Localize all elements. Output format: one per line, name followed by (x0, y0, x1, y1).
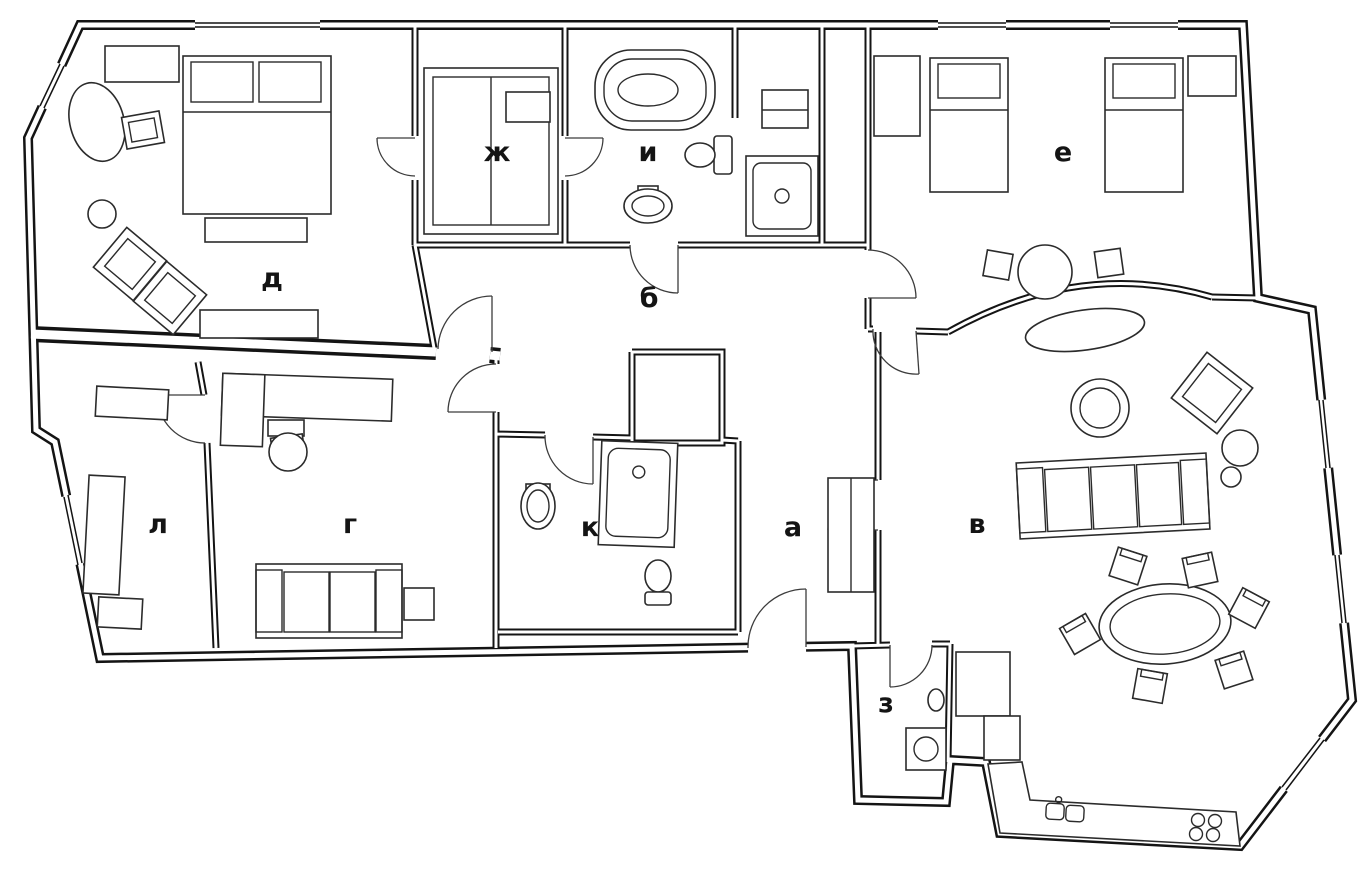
window-bedroom-e-1 (938, 19, 1006, 31)
bedroom-e-furniture (873, 55, 1237, 300)
stool (982, 249, 1014, 281)
dining-chair (1214, 650, 1254, 690)
duct-shaft (761, 89, 809, 129)
window-left-wall (60, 494, 86, 566)
cabinet (104, 45, 180, 83)
pedestal-sink (520, 482, 556, 530)
stool (1093, 247, 1125, 279)
pouf (68, 81, 126, 163)
room-l-furniture (82, 385, 170, 630)
dining-chair (1058, 612, 1102, 656)
room-label-d: д (261, 263, 283, 294)
dining-chair (1108, 546, 1148, 586)
small-sink (927, 688, 945, 712)
door-room-z (889, 644, 933, 688)
bathroom-k-fixtures (520, 439, 679, 606)
tall-kitchen-unit (983, 715, 1021, 761)
bathtub (594, 49, 716, 131)
cabinet (1187, 55, 1237, 97)
room-label-l: л (148, 509, 168, 540)
low-unit (96, 596, 144, 630)
shelf (94, 385, 170, 421)
room-label-v: в (968, 509, 985, 540)
bed-bench (204, 217, 308, 243)
door-living-room (872, 328, 920, 375)
door-wardrobe-zh-left (376, 137, 416, 177)
double-bed (182, 55, 332, 215)
door-wardrobe-zh-right (564, 137, 604, 177)
round-table (87, 199, 117, 229)
door-entrance (747, 588, 807, 649)
office-g-furniture (219, 372, 435, 639)
armchair (132, 260, 208, 336)
window-living-room-1 (1315, 399, 1334, 469)
door-bathroom-k (544, 434, 594, 485)
bedroom-d-furniture (68, 45, 332, 339)
room-label-a: а (784, 512, 802, 543)
room-label-e: е (1054, 137, 1072, 168)
floor-lamp (1220, 466, 1242, 488)
entrance-opening (747, 641, 807, 654)
desk (219, 372, 394, 448)
round-play-table (1017, 244, 1073, 300)
kitchen-sink (1045, 795, 1085, 823)
dining-chair (1181, 551, 1219, 589)
window-living-room-corner (1279, 735, 1327, 793)
kitchen-counter (987, 761, 1241, 847)
desk-chair (268, 432, 308, 472)
room-label-i: и (639, 137, 658, 168)
side-table (1221, 429, 1259, 467)
living-room-v-furniture (955, 307, 1271, 847)
side-table (120, 110, 166, 150)
room-label-k: к (581, 512, 599, 543)
shower-cabin (745, 155, 819, 237)
washing-machine (905, 727, 947, 771)
room-label-zh: ж (484, 137, 511, 168)
low-console (199, 309, 319, 339)
room-label-z: з (878, 688, 894, 719)
door-bathroom-i (629, 244, 679, 294)
sofa (1015, 452, 1211, 540)
room-label-g: г (343, 509, 357, 540)
side-table (403, 587, 435, 621)
dining-table (1098, 583, 1232, 665)
single-bed (929, 57, 1009, 193)
round-armchair (1070, 378, 1130, 438)
window-top-left-corner (36, 62, 68, 110)
wardrobe-zh-furniture (423, 67, 559, 235)
shelf-box (505, 91, 551, 123)
room-z-fixtures (905, 688, 947, 771)
dining-chair (1227, 586, 1271, 630)
corner-unit (955, 651, 1011, 717)
bathroom-i-fixtures (594, 49, 819, 237)
shower-bath (597, 439, 679, 549)
wardrobe (873, 55, 921, 137)
armchair (1170, 351, 1254, 435)
console-table (1024, 307, 1146, 353)
door-bedroom-d (437, 295, 493, 352)
door-office-g (447, 363, 497, 413)
toilet (684, 135, 733, 175)
window-bedroom-e-2 (1110, 19, 1178, 31)
hall-a-furniture (827, 477, 875, 593)
sofa (255, 563, 403, 639)
pedestal-sink (623, 185, 673, 224)
window-living-room-2 (1331, 554, 1350, 624)
cooktop (1188, 812, 1223, 843)
window-bedroom-d (195, 19, 320, 31)
tall-cabinet (82, 474, 126, 596)
single-bed (1104, 57, 1184, 193)
dining-chair (1131, 667, 1169, 705)
door-bedroom-e (867, 249, 917, 299)
toilet (644, 559, 672, 606)
room-label-b: б (640, 283, 659, 314)
